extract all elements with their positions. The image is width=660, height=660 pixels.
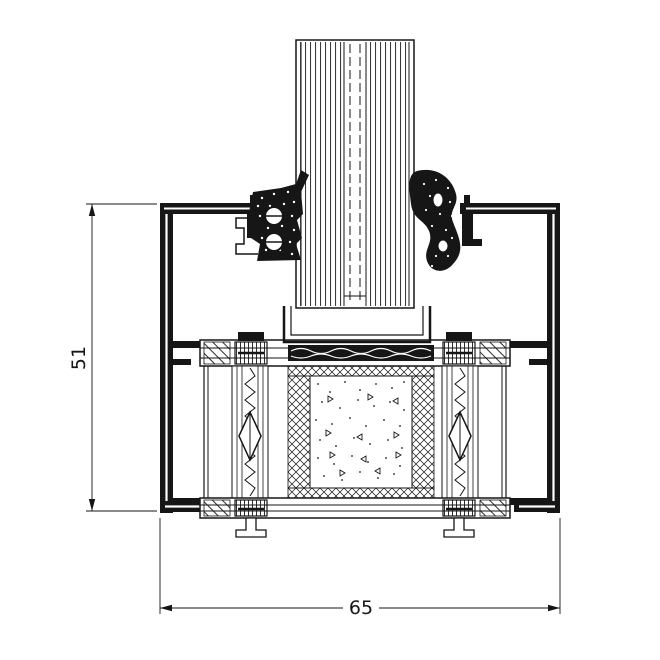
gasket-seat-left [238, 332, 264, 341]
dimension-width: 65 [159, 518, 561, 619]
gasket-speckles-left [256, 190, 296, 256]
cut-hatch-left [203, 341, 231, 365]
arrow-up-icon [88, 204, 96, 216]
screw-channels [235, 517, 475, 538]
core-stipple-dots [315, 381, 405, 481]
flange-lip-right [464, 195, 470, 203]
center-seal [288, 345, 434, 361]
clamp-bracket-left [235, 217, 258, 255]
screw-channel-left [235, 517, 267, 538]
glass-support-bridge [282, 306, 432, 344]
insulation-core [309, 375, 413, 489]
right-glazing-gasket [409, 169, 461, 271]
arrow-right-icon [548, 604, 560, 612]
gasket-seat-right [446, 332, 472, 341]
arrow-down-icon [88, 499, 96, 511]
glazing-unit [295, 39, 415, 309]
crosshatch-frame [287, 365, 435, 501]
height-dimension-label: 51 [68, 346, 90, 370]
screw-channel-right [443, 517, 475, 538]
thermal-break-right-strut [441, 365, 479, 499]
cut-hatch-right [479, 341, 507, 365]
gasket-chamber-top [432, 192, 444, 208]
bottom-plate [173, 497, 547, 519]
gasket-speckles-right [422, 178, 454, 268]
arrow-left-icon [160, 604, 172, 612]
left-glazing-gasket [249, 170, 309, 261]
gasket-chamber-bottom [437, 239, 449, 253]
flange-hook-left [247, 214, 258, 238]
transom-top-plate [173, 332, 547, 367]
frame-left-wall [160, 203, 206, 513]
flange-hook-right [462, 214, 473, 246]
core-stipple-triangles [325, 393, 402, 477]
top-flange-right [460, 195, 560, 246]
glass-pane-right [368, 42, 410, 306]
dimension-height: 51 [68, 203, 157, 512]
top-flange-left [160, 195, 260, 255]
frame-right-wall [514, 203, 560, 513]
width-dimension-label: 65 [349, 597, 373, 619]
thermal-break-left-strut [231, 365, 269, 499]
lower-box-faces [203, 366, 507, 498]
label-backing [343, 597, 379, 618]
